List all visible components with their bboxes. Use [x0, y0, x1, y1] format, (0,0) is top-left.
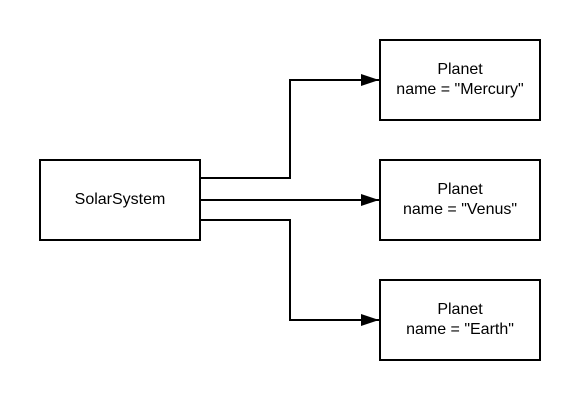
planet-name-attribute: name = "Earth" [406, 321, 514, 338]
arrow-to-earth [201, 219, 379, 326]
solar-system-label: SolarSystem [74, 191, 166, 208]
planet-node-mercury[interactable]: Planet name = "Mercury" [379, 39, 541, 121]
solar-system-node[interactable]: SolarSystem [39, 159, 201, 241]
arrow-to-mercury [201, 74, 379, 179]
planet-type-label: Planet [437, 61, 483, 78]
planet-type-label: Planet [437, 301, 483, 318]
planet-node-venus[interactable]: Planet name = "Venus" [379, 159, 541, 241]
planet-node-earth[interactable]: Planet name = "Earth" [379, 279, 541, 361]
planet-type-label: Planet [437, 181, 483, 198]
planet-name-attribute: name = "Mercury" [396, 81, 524, 98]
planet-name-attribute: name = "Venus" [402, 201, 518, 218]
